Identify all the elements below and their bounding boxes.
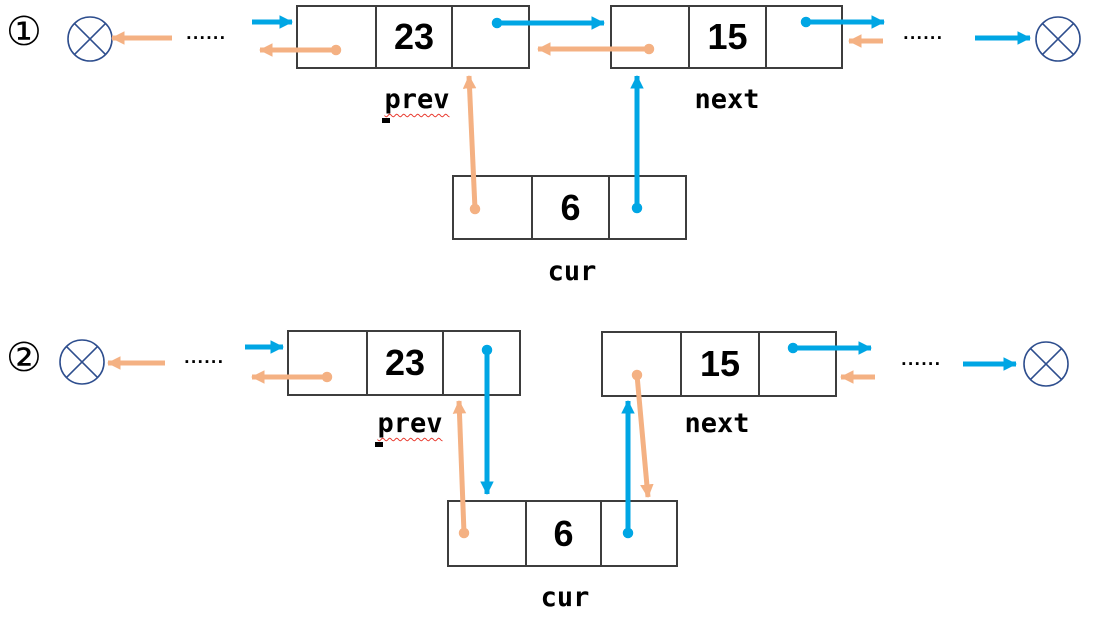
cur-pointer-label: cur — [540, 582, 590, 613]
node-next-stage1: 15 — [610, 5, 843, 69]
node-prev-stage2: 23 — [287, 330, 521, 396]
node-cur-stage2: 6 — [447, 500, 678, 567]
next-pointer-cell — [764, 7, 841, 67]
node-value: 15 — [680, 333, 757, 395]
node-next-stage2: 15 — [601, 331, 837, 397]
node-value: 23 — [374, 7, 452, 67]
next-pointer-label: next — [684, 408, 750, 439]
next-pointer-cell — [608, 177, 685, 238]
node-cur-stage1: 6 — [452, 175, 687, 240]
next-pointer-cell — [442, 332, 519, 394]
next-pointer-cell — [451, 7, 528, 67]
null-terminator-icon — [59, 339, 105, 385]
ellipsis-left: ...... — [184, 349, 225, 367]
node-value: 6 — [524, 502, 601, 565]
node-value: 23 — [365, 332, 443, 394]
node-prev-stage1: 23 — [296, 5, 530, 69]
prev-pointer-cell — [454, 177, 531, 238]
cur-pointer-label: cur — [547, 256, 597, 287]
next-pointer-cell — [757, 333, 835, 395]
prev-pointer-cell — [449, 502, 525, 565]
node-value: 6 — [531, 177, 608, 238]
prev-pointer-cell — [612, 7, 688, 67]
prev-pointer-cell — [289, 332, 366, 394]
ellipsis-left: ...... — [186, 25, 227, 43]
prev-pointer-cell — [298, 7, 375, 67]
stage-2-label: ② — [6, 335, 42, 381]
prev-pointer-label: prev — [377, 408, 443, 439]
null-terminator-icon — [67, 16, 113, 62]
next-pointer-label: next — [694, 84, 760, 115]
stage-1-label: ① — [6, 9, 42, 55]
null-terminator-icon — [1035, 16, 1081, 62]
ellipsis-right: ...... — [903, 25, 944, 43]
null-terminator-icon — [1023, 341, 1069, 387]
next-pointer-cell — [600, 502, 676, 565]
node-value: 15 — [688, 7, 764, 67]
prev-pointer-cell — [603, 333, 680, 395]
prev-pointer-label: prev — [384, 84, 450, 115]
ellipsis-right: ...... — [901, 351, 942, 369]
